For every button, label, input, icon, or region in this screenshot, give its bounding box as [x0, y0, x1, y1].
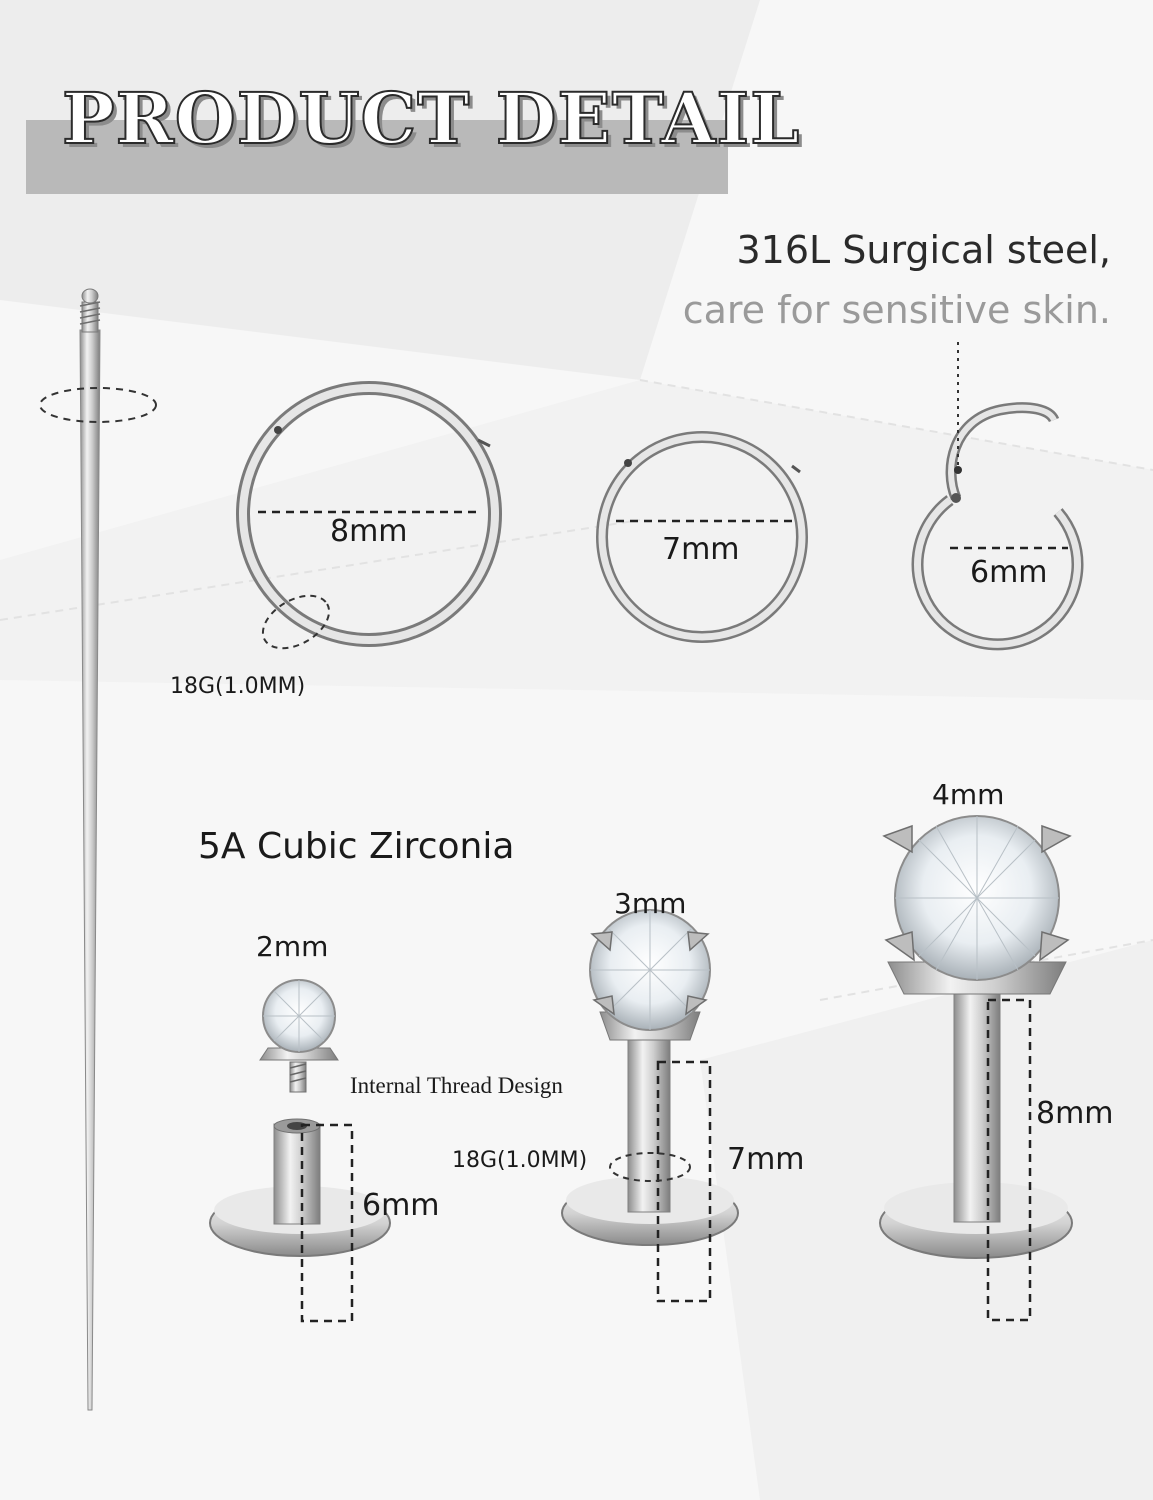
page-title: PRODUCT DETAIL — [61, 77, 801, 160]
thread-design-text: Internal Thread Design — [350, 1073, 563, 1098]
gauge-marker-icon — [261, 594, 331, 650]
gauge-marker-icon-stud — [609, 1152, 691, 1182]
labret-stud-3mm — [561, 909, 739, 1303]
stone-size-label: 3mm — [614, 887, 687, 920]
hoop-ring-8mm — [236, 381, 502, 650]
ring-diameter-label: 6mm — [970, 555, 1048, 590]
material-subtext: care for sensitive skin. — [682, 288, 1111, 332]
labret-stud-4mm — [879, 815, 1073, 1322]
rotation-marker-icon — [39, 387, 157, 423]
stone-size-label: 4mm — [932, 778, 1005, 811]
bar-length-label: 6mm — [362, 1188, 440, 1223]
hoop-ring-7mm — [596, 431, 808, 643]
stud-gauge-label: 18G(1.0MM) — [452, 1148, 588, 1173]
material-text: 316L Surgical steel, — [736, 228, 1111, 272]
ring-gauge-label: 18G(1.0MM) — [170, 674, 306, 699]
insertion-taper-pin — [39, 288, 157, 1411]
labret-stud-2mm — [209, 979, 391, 1323]
title-band — [26, 120, 728, 194]
bar-length-label: 7mm — [727, 1142, 805, 1177]
ring-diameter-label: 8mm — [330, 514, 408, 549]
stone-material-text: 5A Cubic Zirconia — [198, 826, 515, 867]
bar-length-label: 8mm — [1036, 1096, 1114, 1131]
ring-diameter-label: 7mm — [662, 532, 740, 567]
stone-size-label: 2mm — [256, 930, 329, 963]
hoop-ring-6mm-open — [911, 342, 1084, 651]
